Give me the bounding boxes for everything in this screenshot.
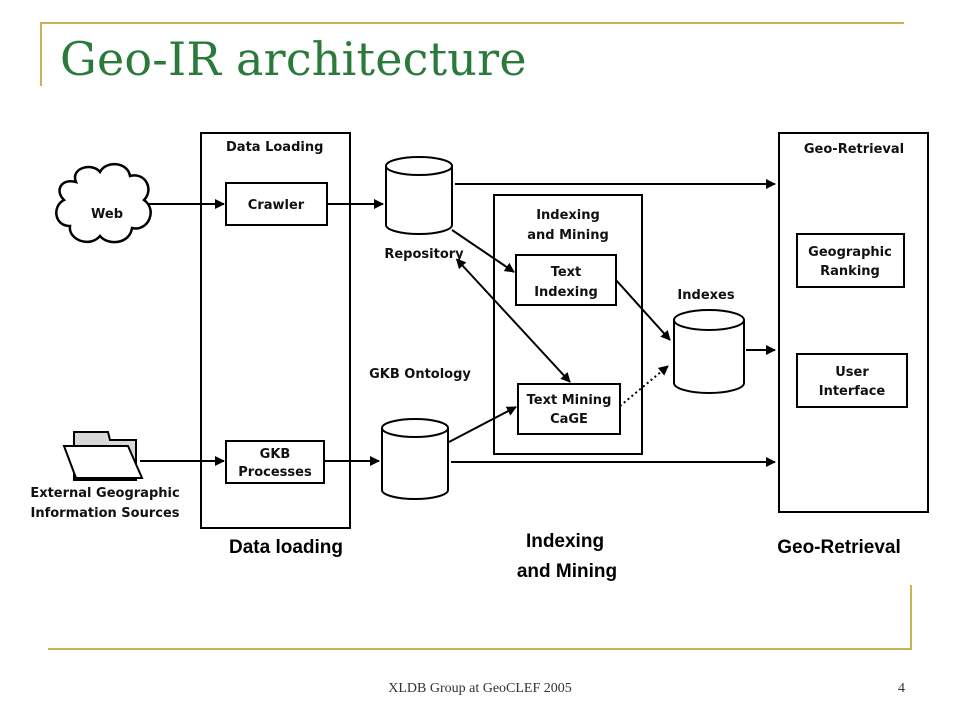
data-loading-box-title: Data Loading [226,140,323,155]
cloud-icon [55,163,152,244]
folder-icon [62,431,144,481]
gkb-processes-line2: Processes [238,465,312,480]
user-interface-line1: User [835,365,869,380]
arrow-ontology-to-text-mining [448,406,517,443]
geo-retrieval-box [778,132,929,513]
crawler-node [225,182,328,226]
text-indexing-line1: Text [551,265,582,280]
indexes-database-icon [673,309,745,394]
page-number: 4 [898,681,905,696]
gkb-ontology-label: GKB Ontology [369,367,471,382]
slide-footer: XLDB Group at GeoCLEF 2005 [388,681,572,696]
text-mining-line2: CaGE [550,412,588,427]
arrow-repository-text-mining-bidirectional [455,258,571,383]
arrow-text-indexing-to-indexes [615,279,671,341]
text-mining-node [517,383,621,435]
geographic-ranking-node [796,233,905,288]
external-sources-line1: External Geographic [30,486,179,501]
frame-left-line [40,22,42,86]
gkb-ontology-database-icon [381,418,449,500]
repository-label: Repository [384,247,464,262]
gkb-processes-line1: GKB [260,447,291,462]
arrow-text-mining-to-indexes-dotted [619,365,669,407]
crawler-label: Crawler [248,198,305,213]
geo-ranking-line1: Geographic [808,245,892,260]
external-sources-line2: Information Sources [30,506,179,521]
frame-top-line [40,22,904,24]
indexing-box-title-line2: and Mining [527,228,609,243]
frame-bottom-line [48,648,912,650]
user-interface-node [796,353,908,408]
caption-indexing-line1: Indexing [526,531,604,552]
geo-ranking-line2: Ranking [820,264,880,279]
frame-right-line [910,585,912,648]
web-label: Web [91,207,123,222]
slide-title: Geo-IR architecture [60,32,527,86]
geo-retrieval-box-title: Geo-Retrieval [804,142,904,157]
indexes-label: Indexes [677,288,734,303]
caption-indexing-line2: and Mining [517,561,617,582]
indexing-box-title-line1: Indexing [536,208,600,223]
caption-data-loading: Data loading [229,537,343,558]
caption-geo-retrieval: Geo-Retrieval [777,537,901,558]
text-indexing-line2: Indexing [534,285,598,300]
user-interface-line2: Interface [819,384,886,399]
database-icon [385,156,453,235]
text-mining-line1: Text Mining [527,393,612,408]
